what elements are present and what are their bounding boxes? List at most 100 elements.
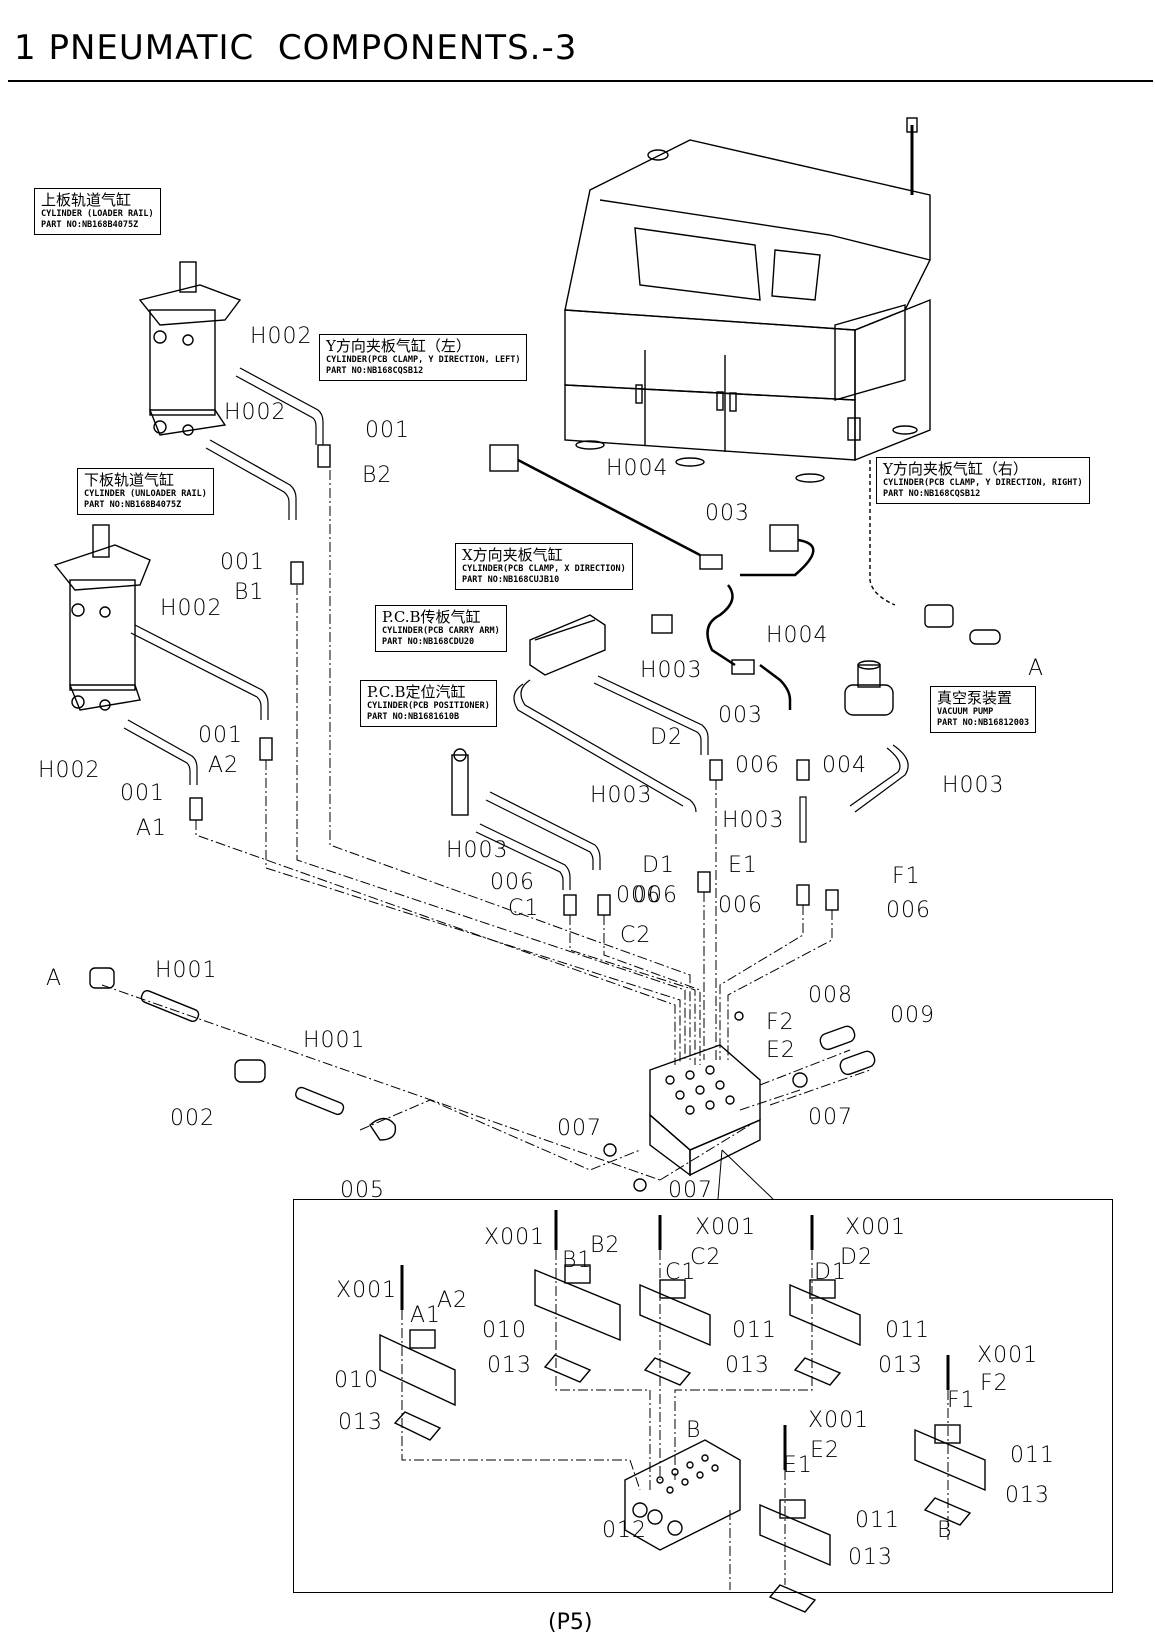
label-c2: C2 xyxy=(620,923,652,948)
label-h003: H003 xyxy=(722,808,785,833)
label-007: 007 xyxy=(808,1105,853,1130)
label-h003: H003 xyxy=(446,838,509,863)
label-004: 004 xyxy=(822,753,867,778)
inset-valves xyxy=(379,1210,986,1613)
label-013: 013 xyxy=(725,1353,770,1378)
callout-cn: Y方向夹板气缸（右） xyxy=(883,460,1028,478)
page-title: 1 PNEUMATIC COMPONENTS.-3 xyxy=(14,28,578,68)
label-011: 011 xyxy=(1010,1443,1055,1468)
callout-clamp-x: X方向夹板气缸 CYLINDER(PCB CLAMP, X DIRECTION)… xyxy=(455,543,633,590)
valve-d xyxy=(789,1279,861,1347)
label-f2: F2 xyxy=(766,1010,795,1035)
callout-positioner: P.C.B定位汽缸 CYLINDER(PCB POSITIONER) PART … xyxy=(360,680,497,727)
filter-regulator xyxy=(869,460,1001,645)
title-rule xyxy=(8,80,1153,82)
label-003: 003 xyxy=(705,501,750,526)
label-006: 006 xyxy=(718,893,763,918)
label-001: 001 xyxy=(220,550,265,575)
tube-h002 xyxy=(123,367,324,785)
label-x001: X001 xyxy=(977,1343,1039,1368)
label-f1: F1 xyxy=(947,1388,976,1413)
label-009: 009 xyxy=(890,1003,935,1028)
callout-en: CYLINDER(PCB CLAMP, Y DIRECTION, LEFT) xyxy=(326,355,521,365)
label-x001: X001 xyxy=(808,1408,870,1433)
callout-en: CYLINDER (UNLOADER RAIL) xyxy=(84,489,207,499)
x-clamp-cylinder xyxy=(651,614,673,634)
label-d2: D2 xyxy=(840,1245,873,1270)
label-001: 001 xyxy=(198,723,243,748)
callout-en: CYLINDER (LOADER RAIL) xyxy=(41,209,154,219)
label-c1: C1 xyxy=(665,1260,697,1285)
valve-f xyxy=(914,1424,986,1492)
supply-line-parts xyxy=(89,967,876,1192)
callout-en: CYLINDER(PCB CLAMP, Y DIRECTION, RIGHT) xyxy=(883,478,1083,488)
label-010: 010 xyxy=(334,1368,379,1393)
label-x001: X001 xyxy=(695,1215,757,1240)
label-b2: B2 xyxy=(362,463,393,488)
label-a2: A2 xyxy=(208,753,240,778)
label-006: 006 xyxy=(616,883,661,908)
label-013: 013 xyxy=(487,1353,532,1378)
callout-vacuum-pump: 真空泵装置 VACUUM PUMP PART NO:NB16812003 xyxy=(930,686,1037,733)
label-006: 006 xyxy=(886,898,931,923)
label-x001: X001 xyxy=(336,1278,398,1303)
label-010: 010 xyxy=(482,1318,527,1343)
unloader-rail-cylinder xyxy=(53,524,151,711)
label-a2: A2 xyxy=(437,1288,469,1313)
label-a: A xyxy=(1028,656,1045,681)
callout-carry-arm: P.C.B传板气缸 CYLINDER(PCB CARRY ARM) PART N… xyxy=(375,605,507,652)
callout-clamp-y-left: Y方向夹板气缸（左） CYLINDER(PCB CLAMP, Y DIRECTI… xyxy=(319,334,528,381)
label-001: 001 xyxy=(365,418,410,443)
label-007: 007 xyxy=(668,1178,713,1203)
label-h003: H003 xyxy=(590,783,653,808)
callout-part: PART NO:NB168B4075Z xyxy=(84,500,182,510)
label-a: A xyxy=(46,966,63,991)
y-clamp-left-cylinder xyxy=(489,444,701,557)
label-003: 003 xyxy=(718,703,763,728)
label-002: 002 xyxy=(170,1106,215,1131)
label-006: 006 xyxy=(633,883,678,908)
callout-loader-rail-cylinder: 上板轨道气缸 CYLINDER (LOADER RAIL) PART NO:NB… xyxy=(34,188,161,235)
callout-cn: 上板轨道气缸 xyxy=(41,191,132,209)
label-a1: A1 xyxy=(136,816,168,841)
label-e1: E1 xyxy=(783,1453,813,1478)
label-001: 001 xyxy=(120,781,165,806)
tube-h004 xyxy=(706,584,792,710)
callout-en: CYLINDER(PCB CLAMP, X DIRECTION) xyxy=(462,564,626,574)
fitting-003 xyxy=(699,554,755,675)
label-b2: B2 xyxy=(590,1233,621,1258)
callout-cn: P.C.B传板气缸 xyxy=(382,608,481,626)
machine-drawing xyxy=(564,117,931,483)
callout-unloader-rail-cylinder: 下板轨道气缸 CYLINDER (UNLOADER RAIL) PART NO:… xyxy=(77,468,214,515)
inset-leaders xyxy=(717,1149,774,1200)
label-d1: D1 xyxy=(642,853,675,878)
label-013: 013 xyxy=(1005,1483,1050,1508)
label-006: 006 xyxy=(735,753,780,778)
callout-cn: P.C.B定位汽缸 xyxy=(367,683,466,701)
valve-a xyxy=(379,1329,456,1407)
label-h001: H001 xyxy=(303,1028,366,1053)
label-h004: H004 xyxy=(606,456,669,481)
positioner-cylinder xyxy=(451,748,469,816)
callout-clamp-y-right: Y方向夹板气缸（右） CYLINDER(PCB CLAMP, Y DIRECTI… xyxy=(876,457,1090,504)
label-013: 013 xyxy=(878,1353,923,1378)
label-a1: A1 xyxy=(410,1303,442,1328)
label-h002: H002 xyxy=(250,324,313,349)
label-d2: D2 xyxy=(650,725,683,750)
valve-manifold-assembly xyxy=(649,1044,761,1177)
label-011: 011 xyxy=(885,1318,930,1343)
label-e2: E2 xyxy=(766,1038,796,1063)
vacuum-pump xyxy=(844,660,894,716)
label-013: 013 xyxy=(848,1545,893,1570)
callout-part: PART NO:NB168CUJB10 xyxy=(462,575,560,585)
callout-part: PART NO:NB168CQSB12 xyxy=(326,366,424,376)
callout-part: PART NO:NB168CDU20 xyxy=(382,637,475,647)
label-007: 007 xyxy=(557,1116,602,1141)
valve-detail-inset xyxy=(293,1199,1113,1593)
callout-part: PART NO:NB168CQSB12 xyxy=(883,489,981,499)
tube-h003 xyxy=(475,675,909,890)
valve-b xyxy=(534,1264,621,1342)
label-012: 012 xyxy=(602,1518,647,1543)
callout-cn: 真空泵装置 xyxy=(937,689,1013,707)
label-011: 011 xyxy=(732,1318,777,1343)
